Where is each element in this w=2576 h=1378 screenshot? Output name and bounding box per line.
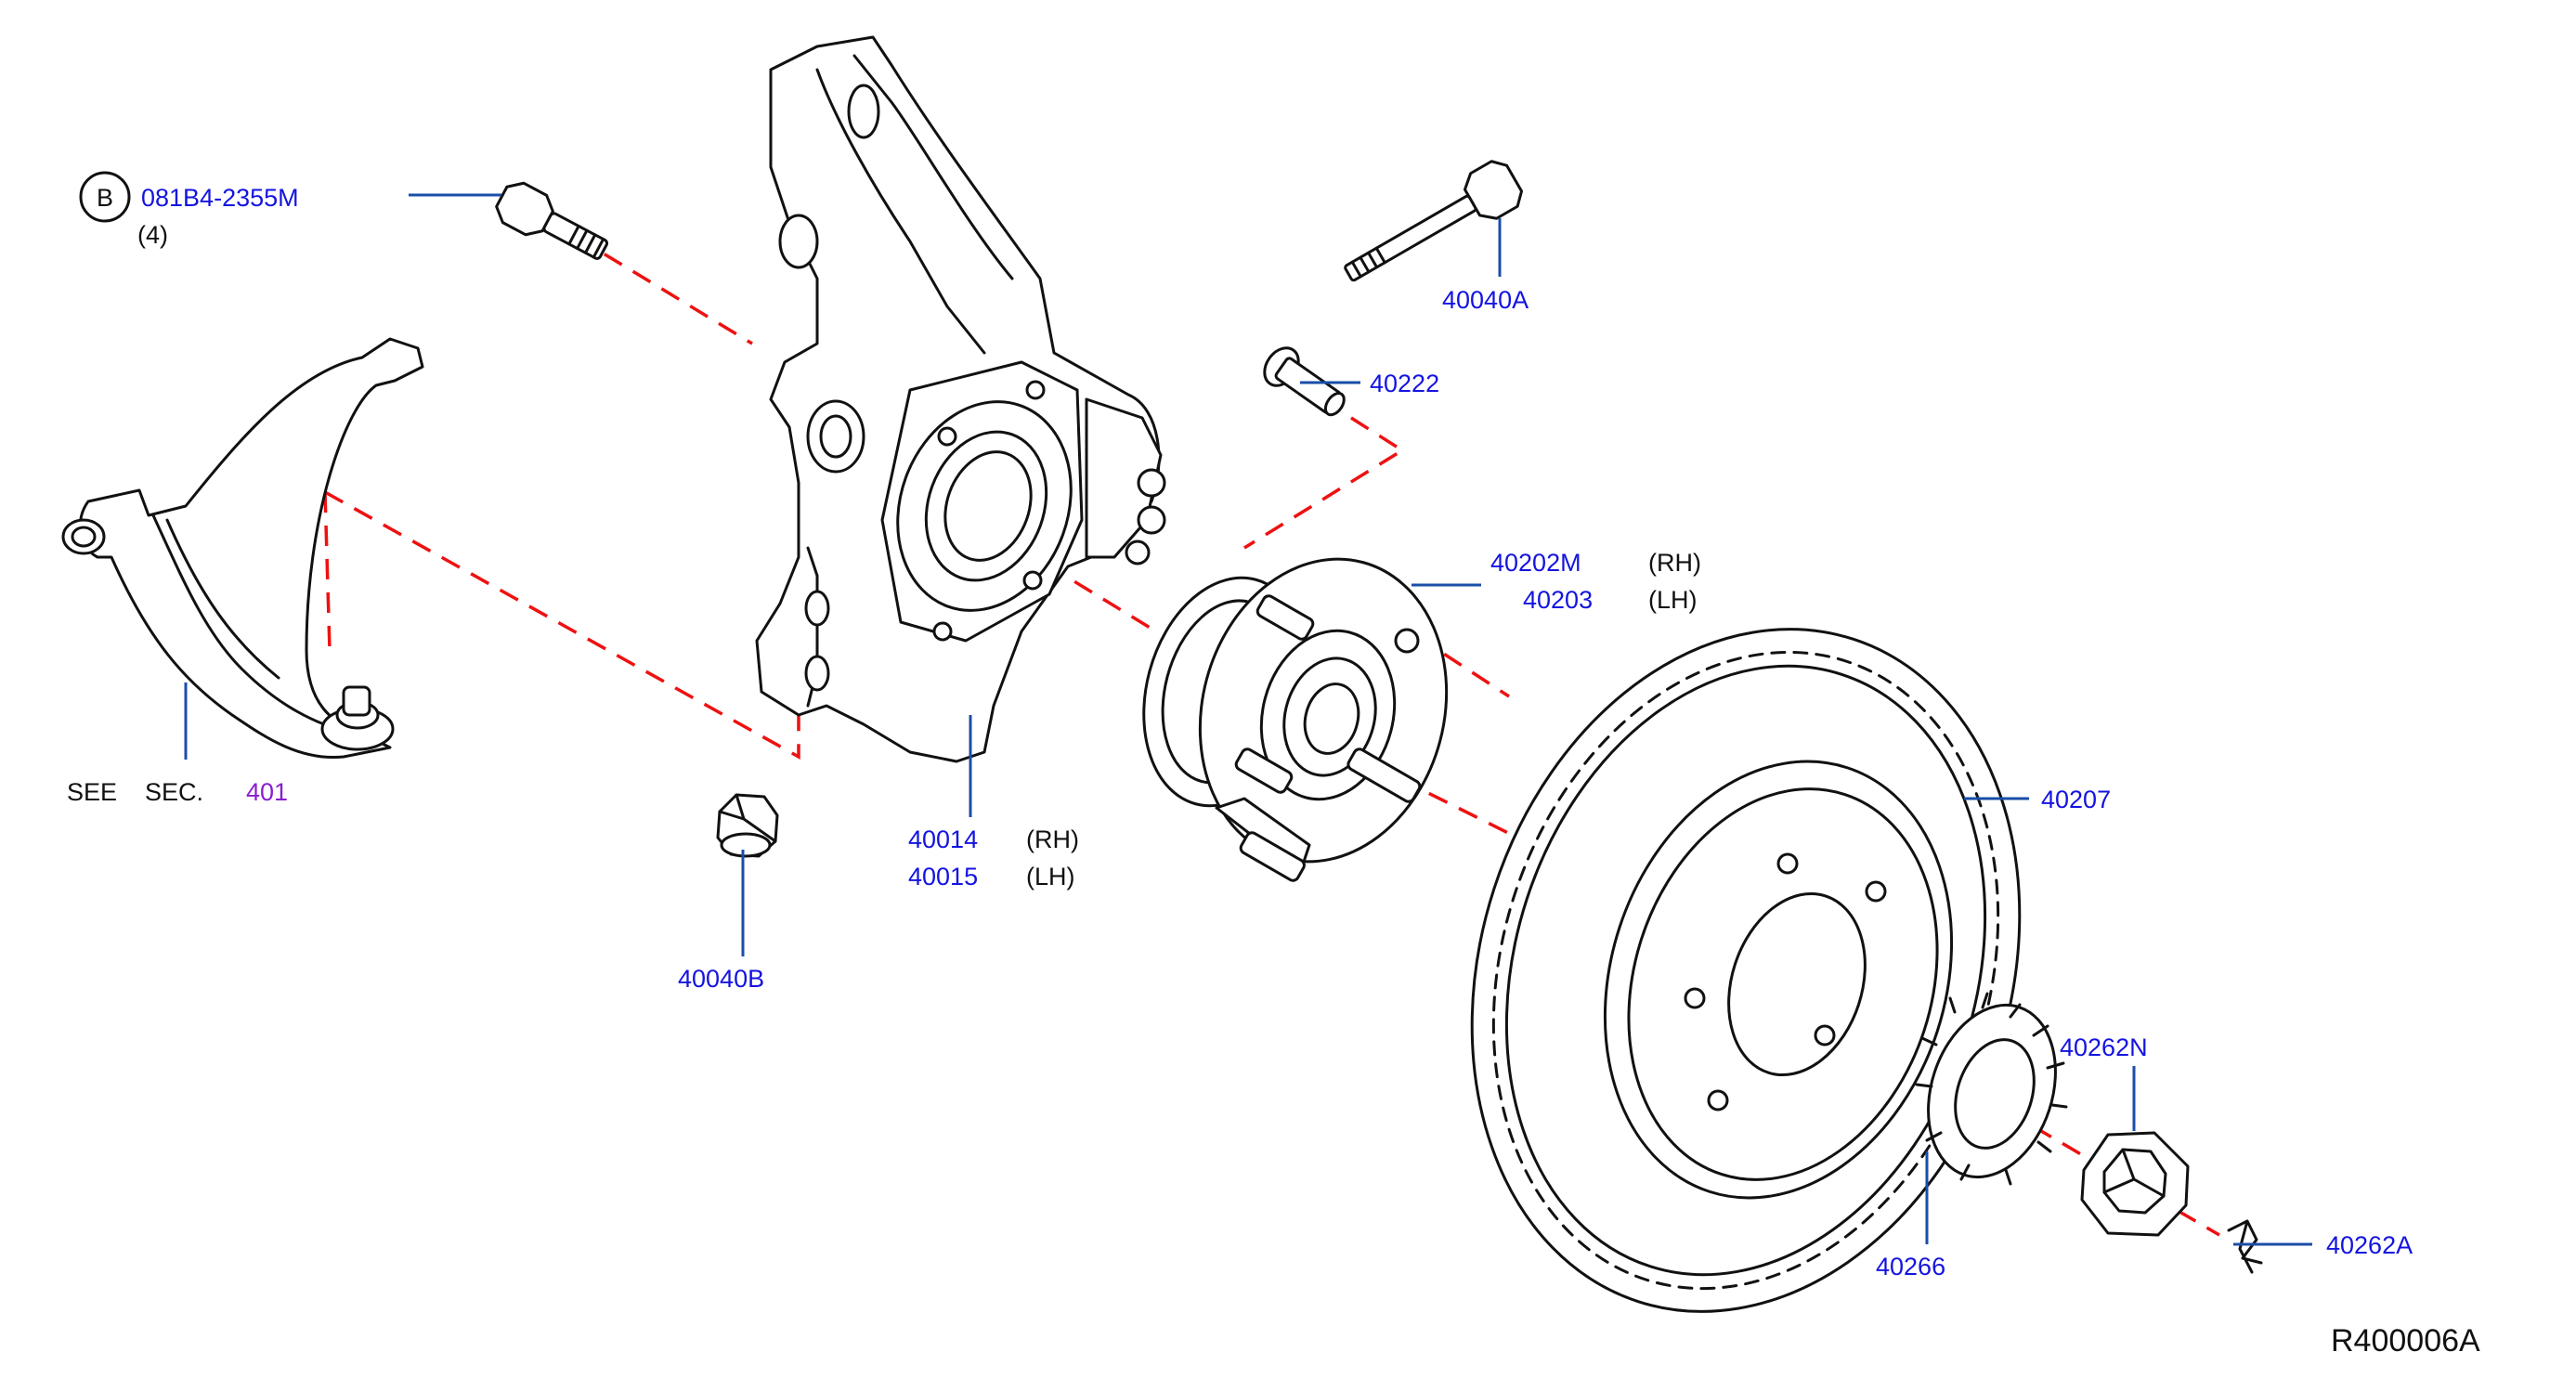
bolt-part-number[interactable]: 081B4-2355M: [141, 184, 299, 212]
hub-lh-side: (LH): [1648, 586, 1698, 614]
wheel-stud-40222[interactable]: [1257, 342, 1352, 425]
bolt-40040a-part-number[interactable]: 40040A: [1442, 286, 1529, 314]
nut-40040b[interactable]: [716, 793, 779, 858]
knuckle-bolt[interactable]: [491, 177, 614, 271]
sec-label: SEC.: [145, 778, 203, 806]
brake-rotor[interactable]: [1386, 557, 2105, 1378]
section-link-401[interactable]: 401: [246, 778, 288, 806]
labels: B 081B4-2355M (4) SEE SEC. 401 40014 (RH…: [67, 171, 2480, 1358]
bolt-quantity: (4): [137, 221, 168, 249]
knuckle-rh-side: (RH): [1026, 826, 1079, 853]
stud-40222-part-number[interactable]: 40222: [1370, 370, 1439, 397]
cotter-pin-40262a[interactable]: [2227, 1219, 2263, 1274]
nut-40262n[interactable]: [2080, 1131, 2190, 1237]
leader-lines: [184, 193, 2312, 1246]
see-label: SEE: [67, 778, 117, 806]
knuckle-lh-side: (LH): [1026, 863, 1075, 890]
lock-40266-part-number[interactable]: 40266: [1876, 1253, 1945, 1280]
bolt-40040a[interactable]: [1335, 156, 1527, 296]
hub-lh-part-number[interactable]: 40203: [1523, 586, 1593, 614]
steering-knuckle[interactable]: [755, 35, 1166, 763]
knuckle-rh-part-number[interactable]: 40014: [908, 826, 978, 853]
knuckle-lh-part-number[interactable]: 40015: [908, 863, 978, 890]
nut-40262n-part-number[interactable]: 40262N: [2060, 1034, 2148, 1061]
rotor-40207-part-number[interactable]: 40207: [2041, 786, 2111, 813]
diagram-reference-code: R400006A: [2331, 1323, 2480, 1358]
lock-40266[interactable]: [1907, 989, 2076, 1194]
hub-rh-part-number[interactable]: 40202M: [1490, 549, 1581, 577]
lower-control-arm[interactable]: [61, 337, 424, 760]
bolt-callout-circle: [79, 171, 131, 223]
hub-bearing-assembly[interactable]: [1120, 531, 1480, 890]
bolt-callout-letter: B: [97, 184, 113, 212]
hub-rh-side: (RH): [1648, 549, 1701, 577]
nut-40040b-part-number[interactable]: 40040B: [678, 965, 764, 993]
pin-40262a-part-number[interactable]: 40262A: [2326, 1231, 2413, 1259]
